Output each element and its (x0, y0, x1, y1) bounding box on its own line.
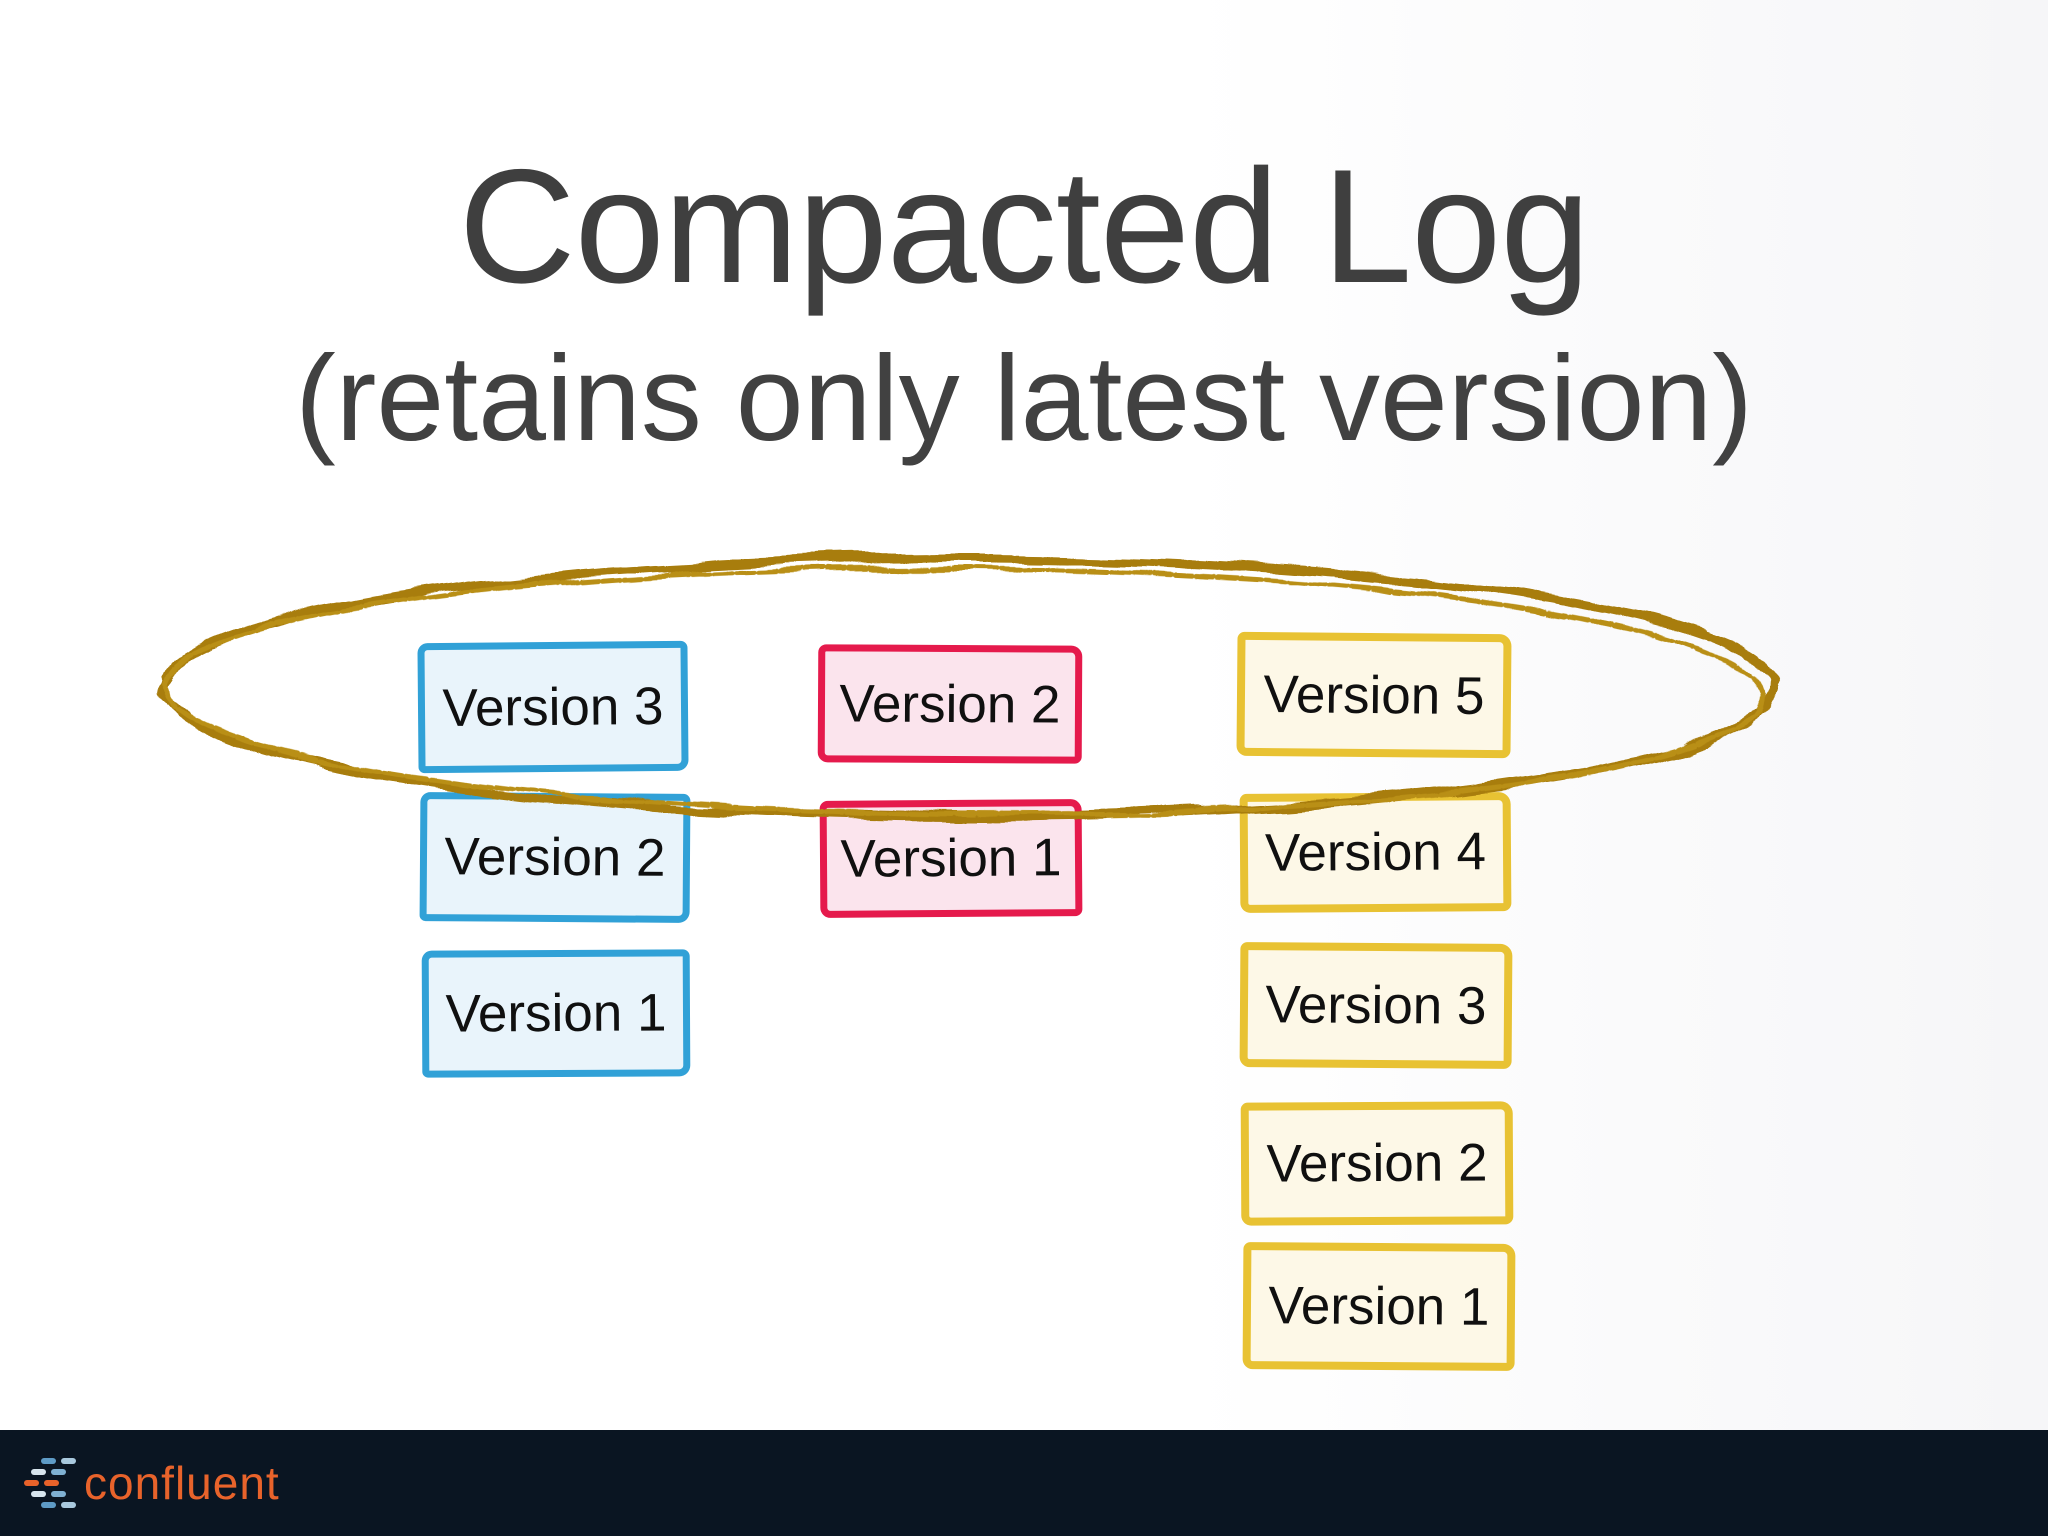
logo-dash (61, 1458, 76, 1464)
logo-dash-row (41, 1502, 76, 1508)
footer-bar: confluent (0, 1430, 2048, 1536)
logo-dash-row (41, 1458, 76, 1464)
version-box: Version 1 (819, 799, 1083, 918)
version-box: Version 2 (1240, 1101, 1514, 1226)
logo-dash (61, 1502, 76, 1508)
version-box: Version 1 (1242, 1242, 1516, 1371)
confluent-wordmark: confluent (84, 1457, 280, 1509)
version-box-label: Version 2 (839, 673, 1061, 735)
version-box-label: Version 5 (1263, 664, 1485, 726)
logo-dash (41, 1458, 56, 1464)
version-box-label: Version 3 (442, 676, 664, 738)
logo-dash-row (24, 1480, 76, 1486)
version-box-label: Version 3 (1265, 975, 1487, 1036)
version-box: Version 4 (1239, 792, 1512, 913)
version-box: Version 2 (419, 792, 691, 923)
version-box: Version 3 (417, 640, 689, 774)
confluent-logo: confluent (24, 1458, 280, 1508)
logo-dash-row (31, 1491, 76, 1497)
logo-dash (51, 1491, 66, 1497)
version-box-label: Version 2 (444, 827, 666, 888)
version-box-label: Version 1 (445, 983, 667, 1044)
confluent-logo-icon (24, 1458, 76, 1508)
version-box: Version 2 (817, 644, 1083, 764)
version-box-label: Version 2 (1266, 1133, 1488, 1194)
logo-dash (31, 1469, 46, 1475)
logo-dash (44, 1480, 59, 1486)
logo-dash (24, 1480, 39, 1486)
version-box-label: Version 1 (1268, 1276, 1490, 1337)
version-box: Version 5 (1236, 631, 1512, 759)
logo-dash-row (31, 1469, 76, 1475)
logo-dash (31, 1491, 46, 1497)
logo-dash (41, 1502, 56, 1508)
version-box: Version 1 (421, 949, 691, 1078)
logo-dash (51, 1469, 66, 1475)
version-box: Version 3 (1239, 942, 1513, 1069)
version-box-label: Version 1 (840, 828, 1062, 889)
version-box-label: Version 4 (1264, 822, 1487, 883)
page-subtitle: (retains only latest version) (295, 330, 1753, 466)
page-title: Compacted Log (458, 136, 1591, 317)
